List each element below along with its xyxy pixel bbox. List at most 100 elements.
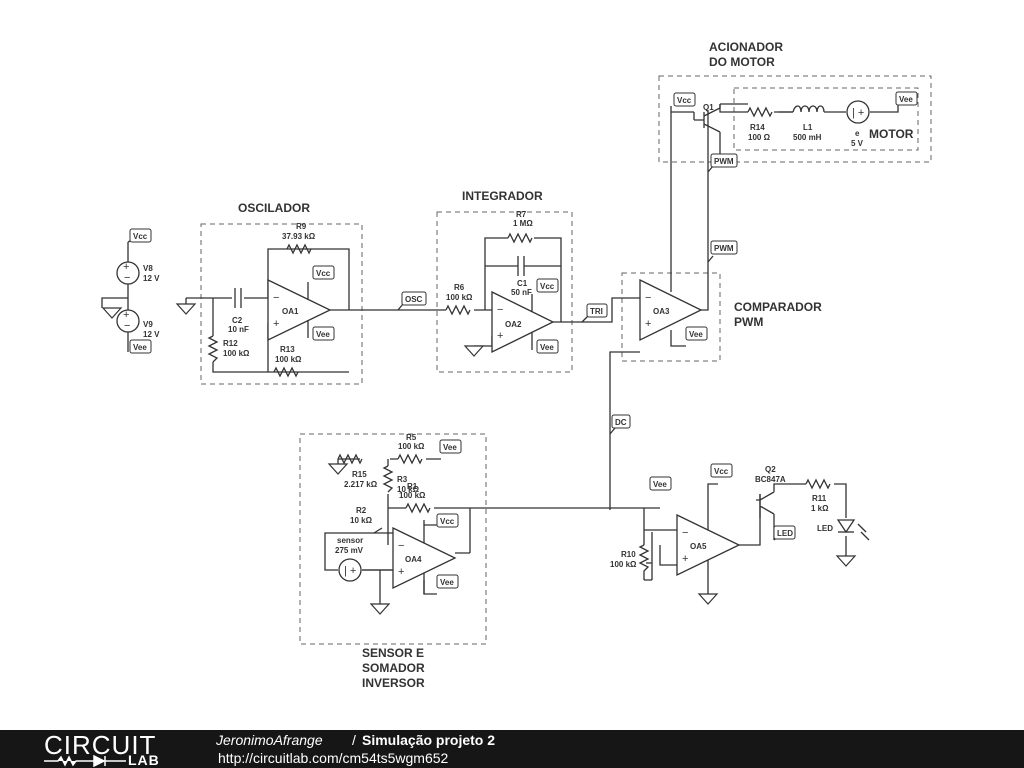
motor-title: MOTOR bbox=[869, 127, 914, 141]
q1-label: Q1 bbox=[703, 103, 714, 112]
vcc-tag-q2[interactable]: Vcc bbox=[710, 463, 733, 478]
svg-text:+: + bbox=[497, 330, 503, 342]
acionador-box bbox=[658, 75, 932, 163]
vcc-tag-oa2[interactable]: Vcc bbox=[536, 278, 559, 293]
oa3-opamp[interactable] bbox=[639, 278, 703, 342]
footer-bar: CIRCUIT LAB JeronimoAfrange / Simulação … bbox=[0, 730, 1024, 768]
sensor-title-1: SENSOR E bbox=[362, 646, 424, 660]
r7-resistor[interactable] bbox=[507, 232, 533, 244]
v8-source[interactable] bbox=[116, 261, 140, 285]
svg-text:+: + bbox=[645, 318, 651, 330]
footer-separator: / bbox=[352, 732, 356, 748]
vee-tag-motor[interactable]: Vee bbox=[895, 91, 918, 106]
r14-resistor[interactable] bbox=[747, 106, 793, 118]
svg-text:DC: DC bbox=[615, 418, 627, 427]
svg-text:+: + bbox=[273, 318, 279, 330]
l1-name: L1 bbox=[803, 123, 813, 132]
r15-resistor[interactable] bbox=[337, 453, 363, 465]
author-link[interactable]: JeronimoAfrange bbox=[216, 732, 323, 748]
acionador-title-1: ACIONADOR bbox=[709, 40, 783, 54]
pwm-tag-acionador[interactable]: PWM bbox=[707, 153, 738, 173]
circuit-title[interactable]: Simulação projeto 2 bbox=[362, 732, 496, 748]
oa5-opamp[interactable] bbox=[676, 513, 741, 577]
svg-text:PWM: PWM bbox=[714, 244, 734, 253]
vee-tag-oa2[interactable]: Vee bbox=[536, 339, 559, 354]
pwm-tag-comparador[interactable]: PWM bbox=[707, 240, 738, 263]
dc-tag[interactable]: DC bbox=[609, 414, 631, 435]
svg-text:Vcc: Vcc bbox=[677, 96, 692, 105]
oa4-label: OA4 bbox=[405, 555, 422, 564]
vee-tag-oa4[interactable]: Vee bbox=[436, 574, 459, 589]
c2-capacitor[interactable] bbox=[234, 288, 242, 308]
ground-icon bbox=[698, 593, 718, 605]
vcc-tag-oa1[interactable]: Vcc bbox=[312, 265, 335, 280]
vee-tag-oa5[interactable]: Vee bbox=[649, 476, 672, 491]
e-value: 5 V bbox=[851, 139, 864, 148]
r3-value: 10 kΩ bbox=[397, 485, 420, 494]
tri-tag[interactable]: TRI bbox=[581, 303, 608, 323]
osc-tag[interactable]: OSC bbox=[397, 291, 427, 311]
r1-resistor[interactable] bbox=[405, 502, 431, 514]
sensor-source[interactable] bbox=[338, 558, 362, 582]
oa2-label: OA2 bbox=[505, 320, 522, 329]
svg-text:| +: | + bbox=[344, 565, 356, 577]
ground-icon bbox=[328, 463, 348, 475]
q2-name: Q2 bbox=[765, 465, 776, 474]
r3-resistor[interactable] bbox=[382, 465, 394, 493]
svg-text:+: + bbox=[123, 261, 129, 273]
motor-source[interactable] bbox=[846, 100, 870, 124]
motor-box bbox=[733, 87, 919, 151]
sensor-value: 275 mV bbox=[335, 546, 364, 555]
svg-text:+: + bbox=[682, 553, 688, 565]
svg-text:Vcc: Vcc bbox=[440, 517, 455, 526]
oa1-label: OA1 bbox=[282, 307, 299, 316]
r5-resistor[interactable] bbox=[397, 453, 423, 465]
svg-text:−: − bbox=[645, 292, 651, 304]
led-label: LED bbox=[817, 524, 833, 533]
schematic-canvas[interactable]: ACIONADOR DO MOTOR MOTOR OSCILADOR INTEG… bbox=[0, 0, 1024, 730]
svg-text:−: − bbox=[682, 527, 688, 539]
vee-tag-r5[interactable]: Vee bbox=[439, 439, 462, 454]
vcc-tag-oa4[interactable]: Vcc bbox=[436, 513, 459, 528]
svg-text:Vcc: Vcc bbox=[714, 467, 729, 476]
c1-capacitor[interactable] bbox=[517, 256, 525, 276]
oa1-opamp[interactable] bbox=[267, 278, 332, 342]
led-driver-circuit: −+ OA5 Vee Vcc LED Q2 BC847A R11 1 kΩ LE… bbox=[610, 463, 870, 605]
r12-value: 100 kΩ bbox=[223, 349, 250, 358]
comparador-title-2: PWM bbox=[734, 315, 763, 329]
sensor-title-2: SOMADOR bbox=[362, 661, 425, 675]
r11-value: 1 kΩ bbox=[811, 504, 829, 513]
r10-value: 100 kΩ bbox=[610, 560, 637, 569]
vee-tag-oa3[interactable]: Vee bbox=[685, 326, 708, 341]
ground-icon bbox=[464, 345, 484, 357]
c1-name: C1 bbox=[517, 279, 528, 288]
circuitlab-logo-text[interactable]: CIRCUIT bbox=[44, 730, 157, 760]
r11-name: R11 bbox=[812, 494, 827, 503]
oscilador-circuit: −+ OA1 Vcc Vee R9 37.93 kΩ C2 10 nF R12 … bbox=[176, 222, 400, 378]
acionador-title-2: DO MOTOR bbox=[709, 55, 775, 69]
led-diode[interactable] bbox=[836, 519, 856, 534]
led-net-tag[interactable]: LED bbox=[773, 525, 796, 541]
v9-value: 12 V bbox=[143, 330, 160, 339]
c2-value: 10 nF bbox=[228, 325, 249, 334]
r9-resistor[interactable] bbox=[286, 243, 312, 255]
r13-resistor[interactable] bbox=[273, 366, 299, 378]
sensor-name: sensor bbox=[337, 536, 363, 545]
vee-tag-v9[interactable]: Vee bbox=[129, 339, 152, 354]
svg-text:+: + bbox=[123, 309, 129, 321]
v9-source[interactable] bbox=[116, 309, 140, 333]
oa2-opamp[interactable] bbox=[491, 290, 555, 354]
vcc-tag-q1[interactable]: Vcc bbox=[673, 92, 696, 107]
l1-inductor[interactable] bbox=[792, 105, 825, 113]
r7-value: 1 MΩ bbox=[513, 219, 533, 228]
vee-tag-oa1[interactable]: Vee bbox=[312, 326, 335, 341]
oa5-label: OA5 bbox=[690, 542, 707, 551]
r6-resistor[interactable] bbox=[446, 306, 474, 314]
svg-text:Vcc: Vcc bbox=[316, 269, 331, 278]
r11-resistor[interactable] bbox=[805, 478, 831, 490]
r10-resistor[interactable] bbox=[638, 544, 650, 580]
circuit-url-link[interactable]: http://circuitlab.com/cm54ts5wgm652 bbox=[218, 750, 449, 766]
vcc-tag-v8[interactable]: Vcc bbox=[127, 228, 152, 243]
v8-value: 12 V bbox=[143, 274, 160, 283]
r12-resistor[interactable] bbox=[207, 335, 219, 363]
